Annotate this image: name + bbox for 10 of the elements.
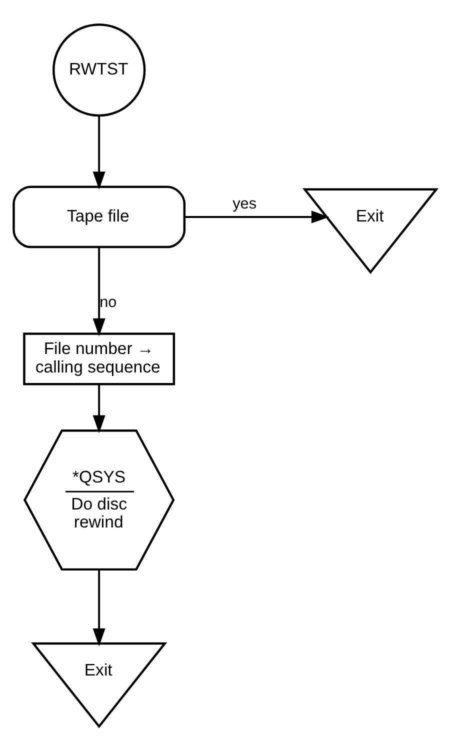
arrow [92,246,106,336]
arrow [92,384,106,433]
node-circle: RWTST [52,22,146,116]
arrow [92,569,106,646]
node-box: Tape file [12,185,186,248]
edge-label: yes [232,194,257,212]
node-box: File number → calling sequence [23,332,176,385]
edge-label: no [100,293,117,310]
arrow [92,115,106,190]
arrow [184,210,330,223]
